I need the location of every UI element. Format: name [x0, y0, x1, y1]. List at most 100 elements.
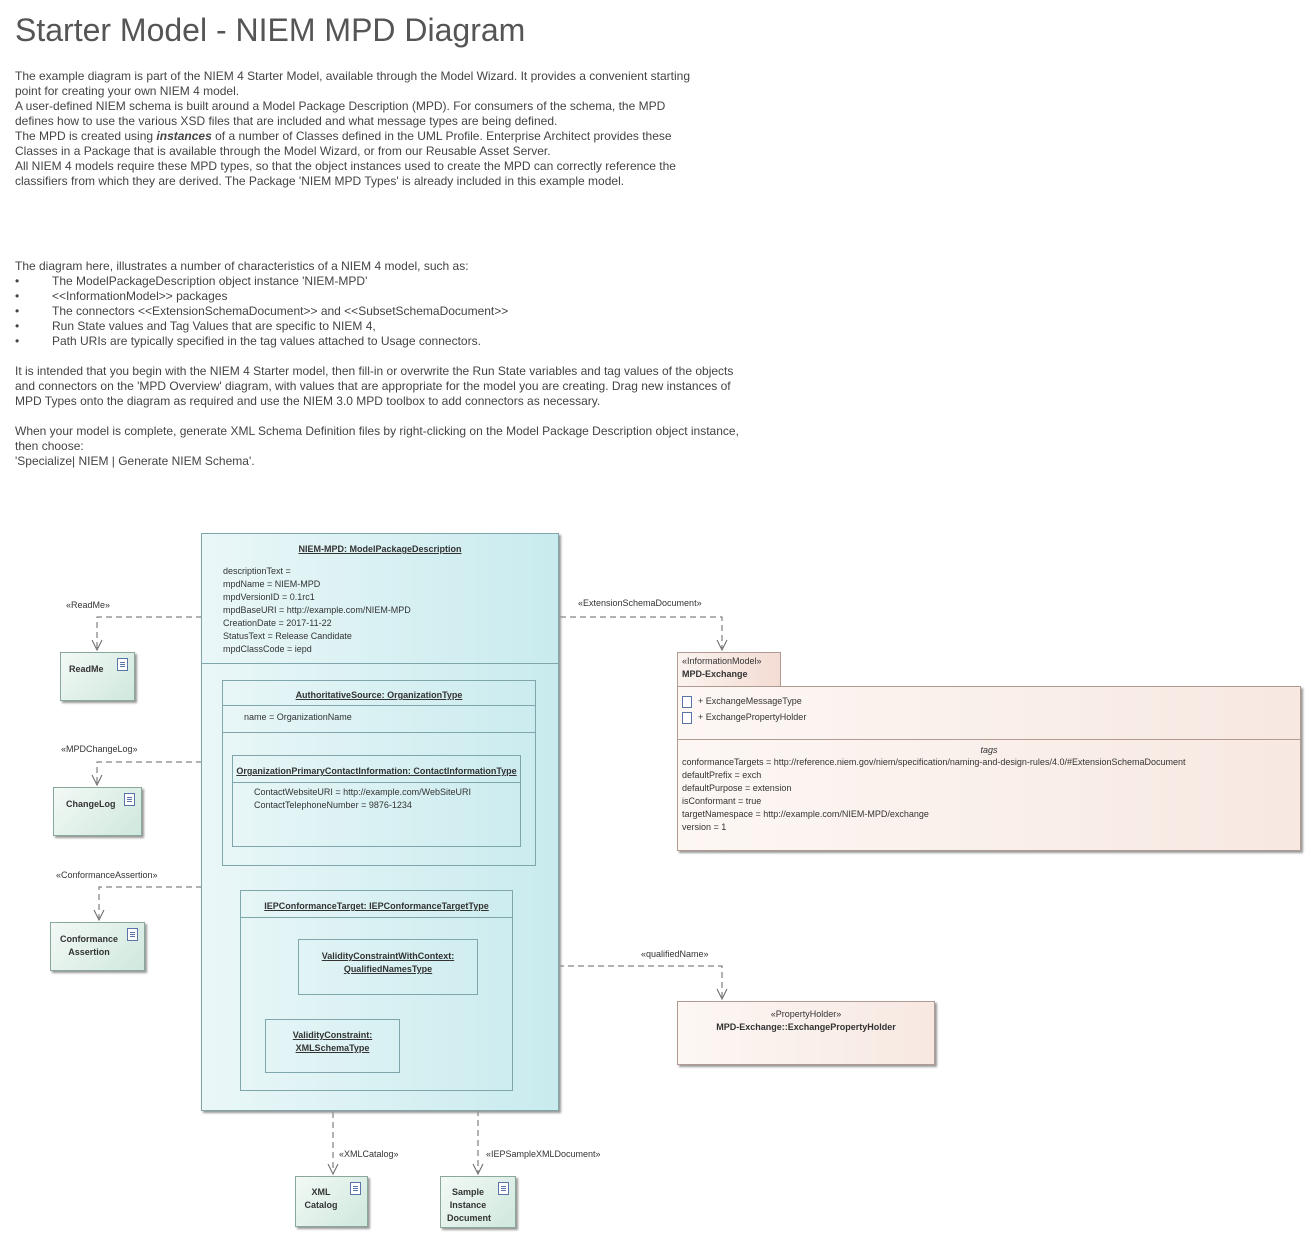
extension-connector [560, 616, 723, 648]
conformance-label: Conformance Assertion [60, 933, 118, 959]
xmlcatalog-label-line: XML [311, 1187, 331, 1197]
intro-line: A user-defined NIEM schema is built arou… [15, 99, 666, 113]
mpd-line-em: instances [156, 129, 212, 143]
intro-line: The example diagram is part of the NIEM … [15, 69, 690, 83]
validity-constraint-object[interactable]: ValidityConstraint: XMLSchemaType [265, 1019, 400, 1073]
sample-label-line: Sample [451, 1187, 484, 1197]
mpd-attribute: mpdVersionID = 0.1rc1 [223, 592, 315, 602]
exchange-name: MPD-Exchange [682, 669, 748, 679]
intro-line: Classes in a Package that is available t… [15, 144, 551, 158]
exchange-package-tab[interactable]: «InformationModel» MPD-Exchange [677, 652, 781, 687]
exchange-tag: targetNamespace = http://example.com/NIE… [682, 809, 929, 819]
iep-divider [241, 917, 512, 918]
validity-constraint-with-context-object[interactable]: ValidityConstraintWithContext: Qualified… [298, 939, 478, 995]
changelog-artifact[interactable]: ChangeLog [53, 787, 142, 836]
mpd-attributes: descriptionText = mpdName = NIEM-MPD mpd… [223, 565, 411, 656]
exchange-tag: conformanceTargets = http://reference.ni… [682, 757, 1186, 767]
qualifiedname-connector-label: «qualifiedName» [641, 949, 709, 959]
complete-paragraph: When your model is complete, generate XM… [15, 424, 739, 469]
intended-paragraph: It is intended that you begin with the N… [15, 364, 733, 409]
page-title: Starter Model - NIEM MPD Diagram [15, 12, 526, 48]
authoritative-header: AuthoritativeSource: OrganizationType [295, 690, 463, 700]
bullet-item: •The ModelPackageDescription object inst… [15, 274, 368, 288]
extension-connector-label: «ExtensionSchemaDocument» [578, 598, 702, 608]
property-holder-object[interactable]: «PropertyHolder» MPD-Exchange::ExchangeP… [677, 1001, 935, 1065]
changelog-stereotype: «MPDChangeLog» [61, 744, 138, 754]
tags-label: tags [980, 745, 998, 755]
xmlcatalog-stereotype: «XMLCatalog» [339, 1149, 399, 1159]
sample-label-line: Instance [449, 1200, 487, 1210]
property-holder-name: MPD-Exchange::ExchangePropertyHolder [716, 1022, 896, 1032]
readme-connector [96, 616, 202, 648]
conformance-label-line: Assertion [68, 947, 110, 957]
conformance-stereotype: «ConformanceAssertion» [56, 870, 158, 880]
conformance-artifact[interactable]: Conformance Assertion [50, 922, 145, 971]
sample-artifact[interactable]: Sample Instance Document [440, 1176, 516, 1228]
authoritative-divider [223, 732, 535, 733]
exchange-tags: conformanceTargets = http://reference.ni… [682, 756, 1186, 834]
sample-label: Sample Instance Document [447, 1186, 491, 1225]
vcc-header-line: QualifiedNamesType [343, 964, 433, 974]
xmlcatalog-artifact[interactable]: XML Catalog [295, 1176, 368, 1227]
readme-artifact[interactable]: ReadMe [60, 652, 135, 701]
mpd-attribute: mpdName = NIEM-MPD [223, 579, 321, 589]
iep-header: IEPConformanceTarget: IEPConformanceTarg… [264, 901, 489, 911]
exchange-package-body[interactable]: + ExchangeMessageType + ExchangeProperty… [677, 686, 1301, 851]
exchange-tag: version = 1 [682, 822, 727, 832]
iep-conformance-target-object[interactable]: IEPConformanceTarget: IEPConformanceTarg… [240, 890, 513, 1091]
authoritative-source-object[interactable]: AuthoritativeSource: OrganizationType na… [222, 680, 536, 866]
contact-attribute: ContactTelephoneNumber = 9876-1234 [254, 800, 412, 810]
mpd-attribute: descriptionText = [223, 566, 291, 576]
changelog-connector [96, 761, 202, 783]
intended-line: MPD Types onto the diagram as required a… [15, 394, 601, 408]
mpd-attribute: mpdClassCode = iepd [223, 644, 312, 654]
document-icon [127, 928, 138, 941]
contact-divider [233, 782, 520, 783]
intro-line: classifiers from which they are derived.… [15, 174, 625, 188]
characteristics-intro: The diagram here, illustrates a number o… [15, 259, 469, 273]
xmlcatalog-label-line: Catalog [304, 1200, 338, 1210]
exchange-divider [678, 739, 1300, 740]
contact-attributes: ContactWebsiteURI = http://example.com/W… [254, 786, 471, 812]
mpd-attribute: mpdBaseURI = http://example.com/NIEM-MPD [223, 605, 411, 615]
document-icon [350, 1182, 361, 1195]
contact-information-object[interactable]: OrganizationPrimaryContactInformation: C… [232, 755, 521, 847]
authoritative-divider [223, 705, 535, 706]
vc-header: ValidityConstraint: XMLSchemaType [266, 1029, 399, 1055]
intro-line-mpd: The MPD is created using instances of a … [15, 129, 690, 144]
contact-attribute: ContactWebsiteURI = http://example.com/W… [254, 787, 472, 797]
conformance-label-line: Conformance [60, 934, 119, 944]
readme-label: ReadMe [69, 664, 104, 674]
exchange-class-item[interactable]: + ExchangePropertyHolder [682, 709, 806, 725]
conformance-connector [98, 886, 202, 918]
bullet-item: •Run State values and Tag Values that ar… [15, 319, 376, 333]
bullet-item: •The connectors <<ExtensionSchemaDocumen… [15, 304, 509, 318]
niem-mpd-object[interactable]: NIEM-MPD: ModelPackageDescription descri… [201, 533, 559, 1111]
complete-line: then choose: [15, 439, 84, 453]
intended-line: and connectors on the 'MPD Overview' dia… [15, 379, 731, 393]
complete-line: 'Specialize| NIEM | Generate NIEM Schema… [15, 454, 255, 468]
contact-header: OrganizationPrimaryContactInformation: C… [236, 766, 517, 776]
mpd-divider [202, 663, 558, 664]
exchange-classes: + ExchangeMessageType + ExchangeProperty… [682, 693, 806, 725]
vc-header-line: XMLSchemaType [295, 1043, 370, 1053]
vcc-header-line: ValidityConstraintWithContext: [321, 951, 455, 961]
complete-line: When your model is complete, generate XM… [15, 424, 739, 438]
mpd-line-post: of a number of Classes defined in the UM… [211, 129, 672, 143]
xmlcatalog-label: XML Catalog [304, 1186, 338, 1212]
mpd-header: NIEM-MPD: ModelPackageDescription [298, 544, 462, 554]
class-icon [682, 711, 692, 724]
property-holder-stereotype: «PropertyHolder» [770, 1009, 842, 1019]
vcc-header: ValidityConstraintWithContext: Qualified… [299, 950, 477, 976]
mpd-line-pre: The MPD is created using [15, 129, 157, 143]
document-icon [117, 658, 128, 671]
bullet-list: •The ModelPackageDescription object inst… [15, 274, 508, 349]
document-icon [124, 793, 135, 806]
sample-stereotype: «IEPSampleXMLDocument» [486, 1149, 601, 1159]
exchange-tag: isConformant = true [682, 796, 762, 806]
bullet-item: •<<InformationModel>> packages [15, 289, 228, 303]
intro-line: defines how to use the various XSD files… [15, 114, 558, 128]
exchange-class-item[interactable]: + ExchangeMessageType [682, 693, 806, 709]
intro-line: point for creating your own NIEM 4 model… [15, 84, 240, 98]
vc-header-line: ValidityConstraint: [292, 1030, 373, 1040]
